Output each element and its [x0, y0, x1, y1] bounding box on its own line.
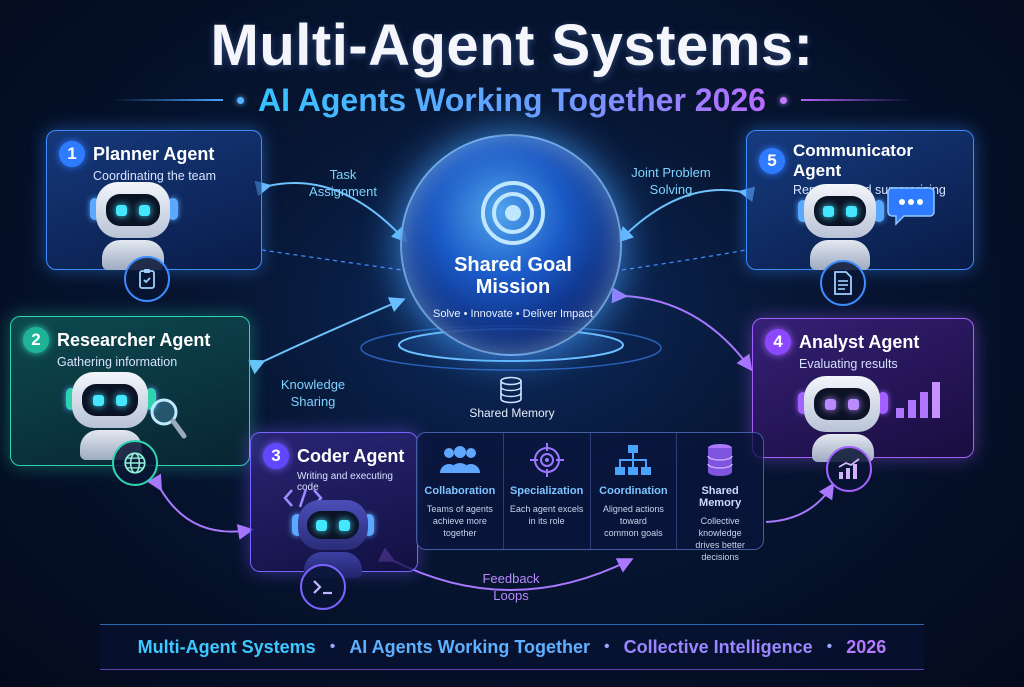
hierarchy-icon: [615, 445, 652, 475]
arrow-analyst-link: [611, 287, 753, 372]
page-subtitle: AI Agents Working Together 2026: [258, 81, 766, 118]
subtitle-dot-left: [237, 96, 245, 104]
hub-title: Shared Goal Mission: [454, 254, 572, 298]
arrow-features-analyst: [765, 482, 835, 523]
subtitle-divider-left: [113, 99, 224, 101]
page-title: Multi-Agent Systems:: [210, 13, 814, 78]
analyst-robot-icon: [796, 370, 888, 462]
feature-title: Shared Memory: [699, 485, 742, 509]
arrow-researcher-coder: [147, 473, 254, 540]
agent-title: Researcher Agent: [57, 329, 211, 350]
hub-tagline: Solve • Innovate • Deliver Impact: [433, 308, 593, 320]
terminal-icon: [300, 564, 346, 610]
footer-separator: •: [329, 638, 336, 655]
agent-description: Writing and executing code: [297, 471, 393, 493]
globe-icon: [112, 440, 158, 486]
communicator-robot-icon: [796, 180, 884, 270]
bar-chart-icon: [896, 382, 940, 418]
agent-number-badge: 4: [765, 329, 791, 355]
footer-item: AI Agents Working Together: [349, 636, 590, 657]
footer-item: Multi-Agent Systems: [137, 636, 316, 657]
agent-number-badge: 5: [759, 148, 785, 174]
agent-title: Coder Agent: [297, 445, 405, 466]
agent-description: Evaluating results: [799, 357, 898, 371]
planner-robot-icon: [88, 178, 178, 270]
feature-title: Specialization: [509, 485, 584, 497]
agent-title: Communicator Agent: [793, 141, 913, 180]
subtitle-dot-right: [779, 96, 787, 104]
agent-number-badge: 1: [59, 141, 85, 167]
document-icon: [820, 260, 866, 306]
footer-item: 2026: [846, 636, 887, 657]
chart-up-icon: [826, 446, 872, 492]
agent-description: Gathering information: [57, 355, 178, 369]
feature-title: Collaboration: [424, 485, 496, 497]
shared-goal-hub: Shared Goal Mission Solve • Innovate • D…: [400, 134, 622, 356]
dashed-link-right: [621, 249, 747, 271]
agent-description: Coordinating the team: [93, 169, 216, 183]
shared-memory-label: Shared Memory: [469, 406, 555, 420]
footer-separator: •: [603, 638, 610, 655]
dashed-link-left: [261, 249, 403, 271]
agent-number-badge: 3: [263, 443, 289, 469]
coder-robot-icon: [290, 496, 376, 578]
people-icon: [439, 446, 480, 473]
database-icon: [707, 444, 733, 476]
magnifier-icon: [150, 398, 187, 439]
agent-title: Analyst Agent: [799, 331, 920, 352]
target-icon: [481, 181, 545, 245]
subtitle-divider-right: [800, 99, 911, 101]
footer-separator: •: [826, 638, 833, 655]
feature-title: Coordination: [599, 485, 668, 497]
agent-title: Planner Agent: [93, 143, 215, 164]
subtitle-row: AI Agents Working Together 2026: [0, 80, 1024, 120]
chat-bubble-icon: [887, 187, 935, 226]
clipboard-check-icon: [124, 256, 170, 302]
arrow-knowledge-sharing: [247, 297, 406, 375]
agent-number-badge: 2: [23, 327, 49, 353]
database-icon: [500, 376, 522, 404]
footer-item: Collective Intelligence: [623, 636, 813, 657]
footer-banner: Multi-Agent Systems • AI Agents Working …: [100, 624, 924, 670]
researcher-robot-icon: [64, 366, 156, 460]
crosshair-icon: [529, 443, 564, 477]
